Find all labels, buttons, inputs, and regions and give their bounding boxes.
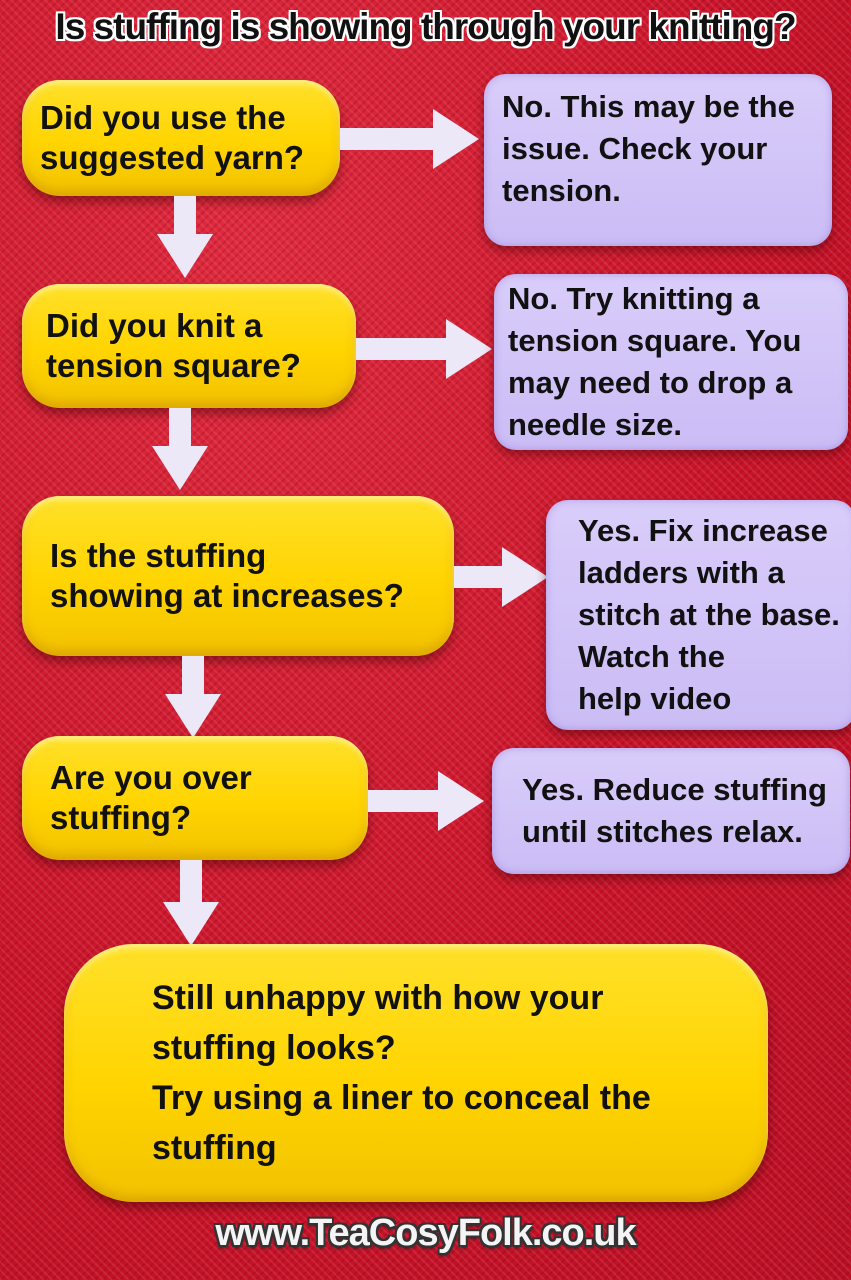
answer-text: tension square. You <box>508 323 802 358</box>
answer-text: ladders with a <box>578 555 785 590</box>
answer-text: Watch the <box>578 639 725 674</box>
answer-text: Yes. Reduce stuffing <box>522 772 827 807</box>
final-text: stuffing <box>152 1129 277 1167</box>
question-box-yarn: Did you use the suggested yarn? <box>22 80 340 196</box>
answer-box-tension-square: No. Try knitting a tension square. You m… <box>494 274 848 450</box>
answer-text: until stitches relax. <box>522 814 803 849</box>
answer-text: Yes. Fix increase <box>578 513 828 548</box>
question-text: tension square? <box>46 347 301 384</box>
answer-box-over-stuffing: Yes. Reduce stuffing until stitches rela… <box>492 748 850 874</box>
answer-text: No. This may be the <box>502 89 795 124</box>
answer-text: No. Try knitting a <box>508 281 760 316</box>
question-box-increases: Is the stuffing showing at increases? <box>22 496 454 656</box>
final-text: stuffing looks? <box>152 1029 396 1067</box>
final-text: Try using a liner to conceal the <box>152 1079 651 1117</box>
question-text: Did you knit a <box>46 307 263 344</box>
question-text: suggested yarn? <box>40 139 305 176</box>
question-box-over-stuffing: Are you over stuffing? <box>22 736 368 860</box>
answer-text: tension. <box>502 173 621 208</box>
question-text: Did you use the <box>40 99 286 136</box>
answer-text: needle size. <box>508 407 683 442</box>
final-box-liner: Still unhappy with how your stuffing loo… <box>64 944 768 1202</box>
answer-text: issue. Check your <box>502 131 768 166</box>
question-text: Is the stuffing <box>50 537 267 574</box>
final-text: Still unhappy with how your <box>152 979 604 1017</box>
answer-box-yarn: No. This may be the issue. Check your te… <box>484 74 832 246</box>
question-text: showing at increases? <box>50 577 404 614</box>
question-box-tension-square: Did you knit a tension square? <box>22 284 356 408</box>
answer-text: help video <box>578 681 732 716</box>
page-title: Is stuffing is showing through your knit… <box>55 6 796 47</box>
answer-box-increases: Yes. Fix increase ladders with a stitch … <box>546 500 851 730</box>
answer-text: stitch at the base. <box>578 597 840 632</box>
question-text: Are you over <box>50 759 252 796</box>
website-link[interactable]: www.TeaCosyFolk.co.uk <box>215 1212 636 1254</box>
question-text: stuffing? <box>50 799 192 836</box>
answer-text: may need to drop a <box>508 365 793 400</box>
